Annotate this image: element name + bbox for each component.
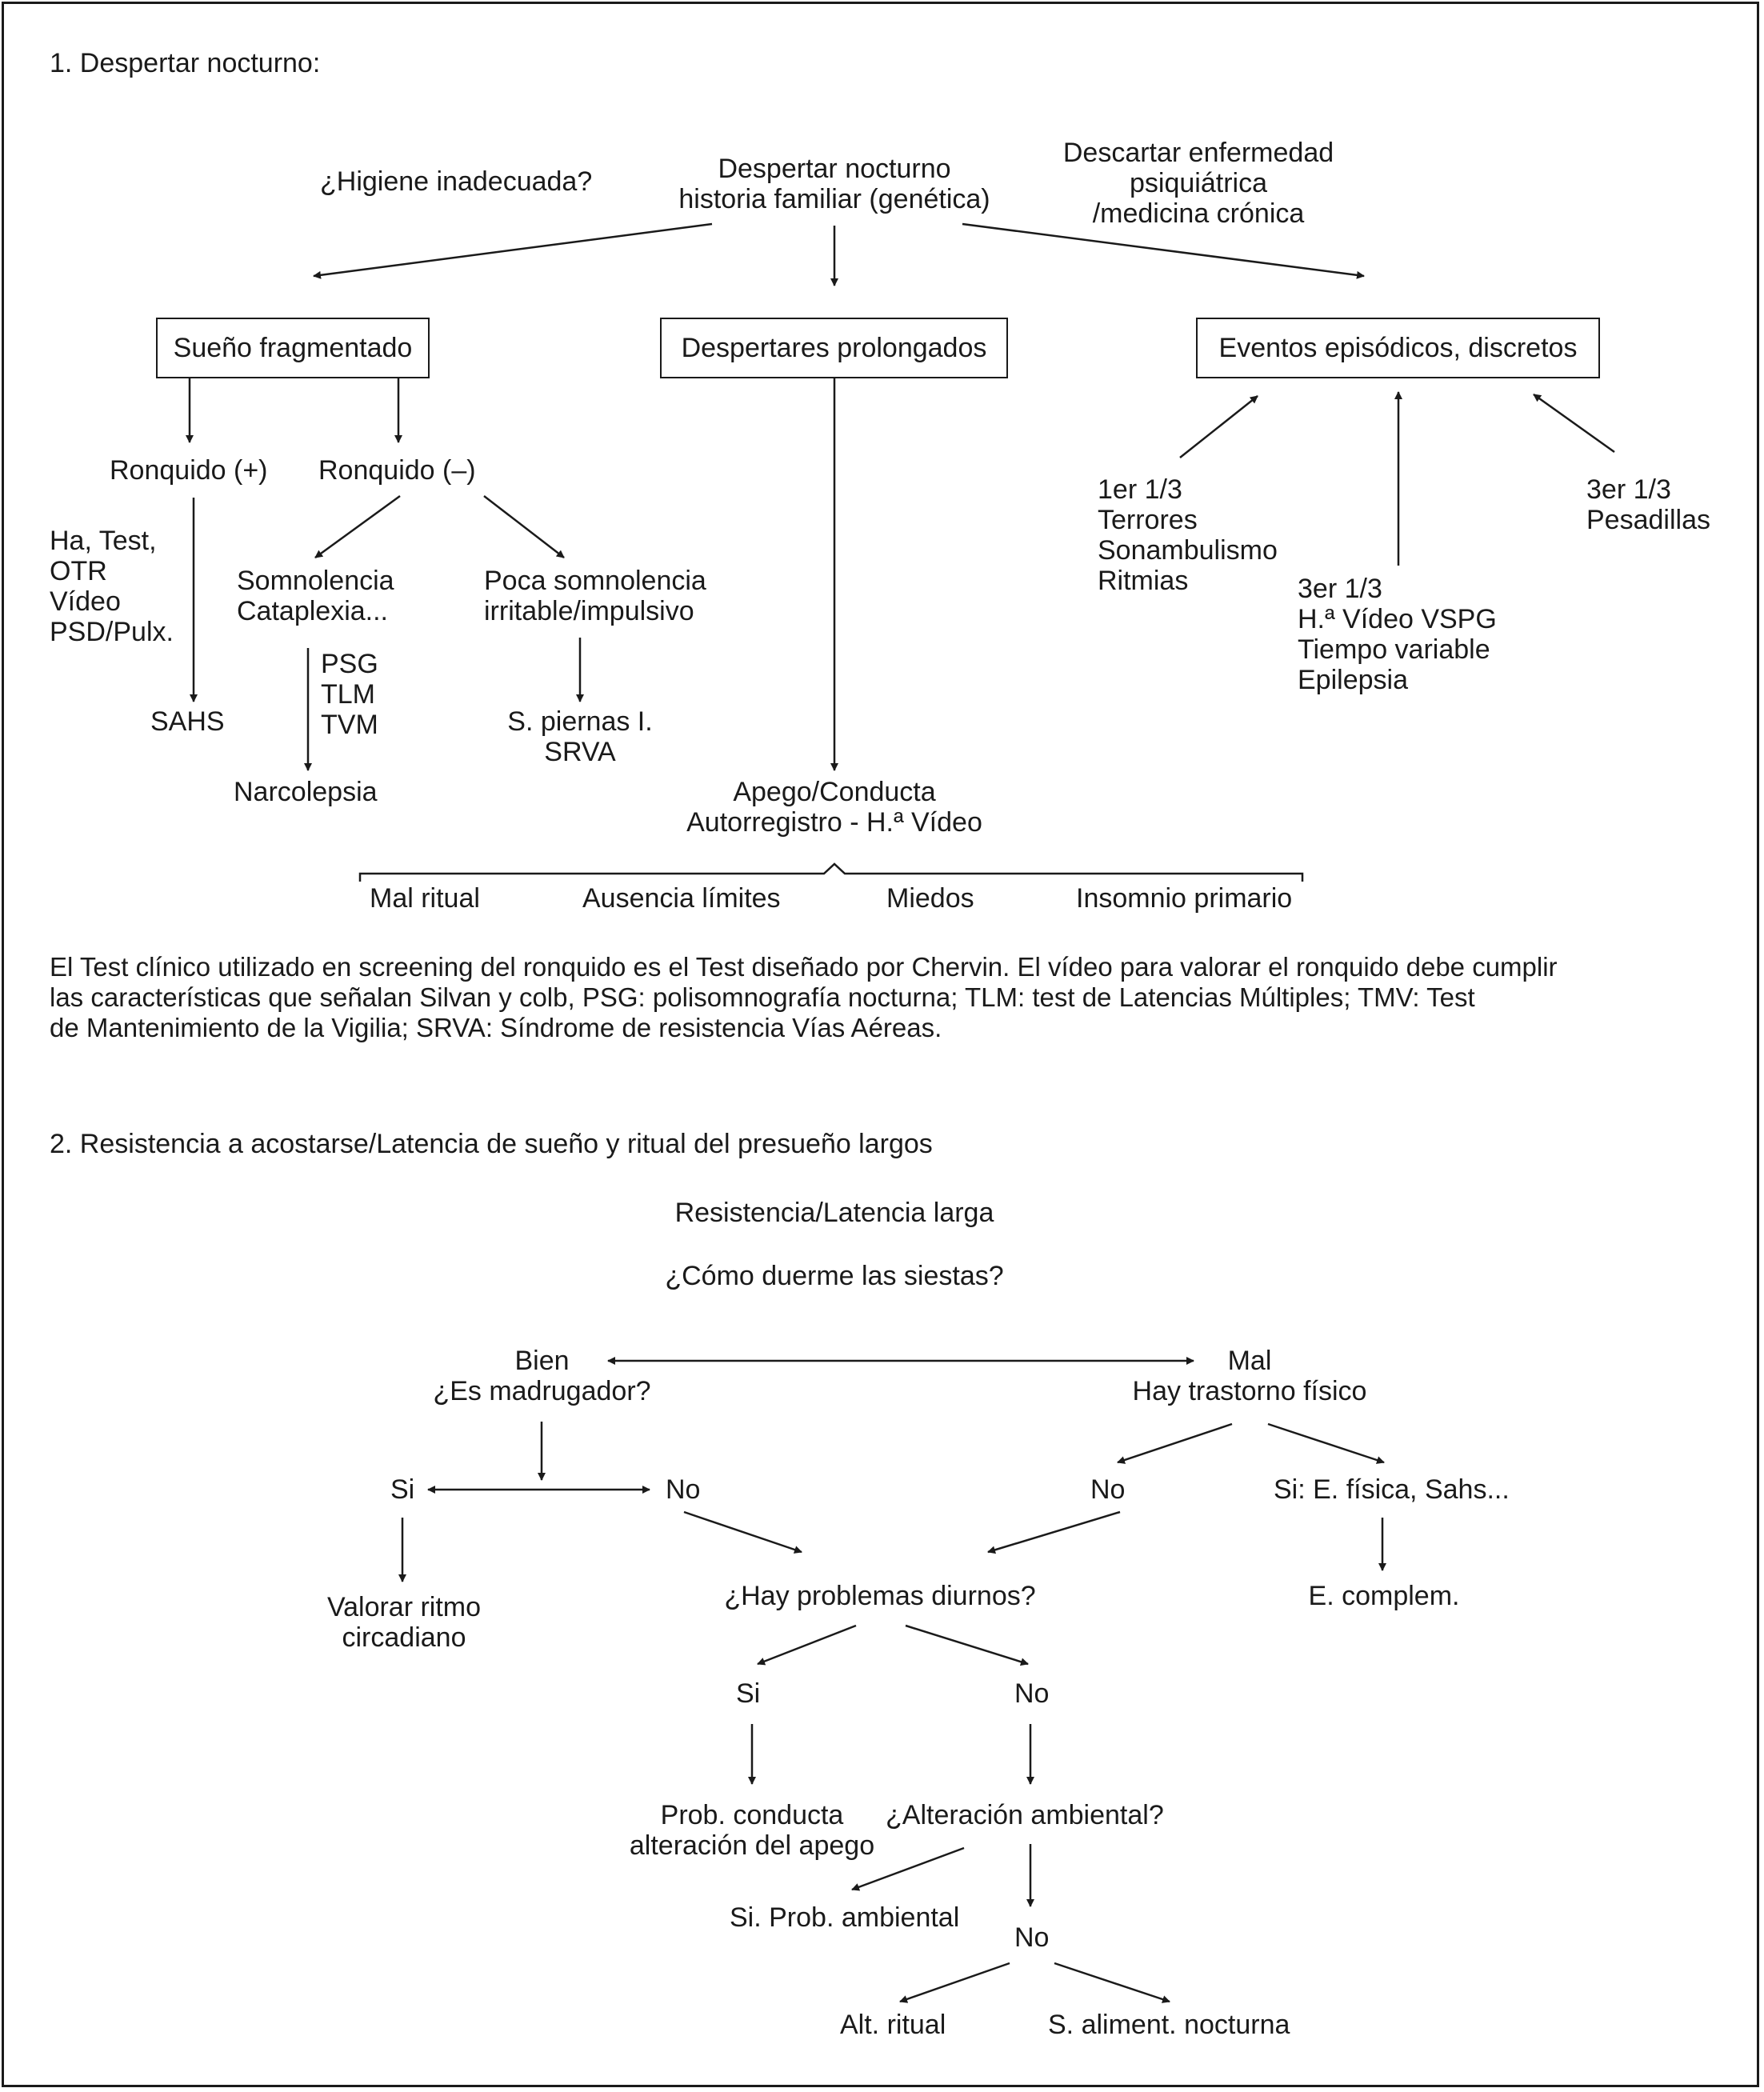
node-yes-left: Si [390, 1474, 415, 1505]
node-yes-day: Si [736, 1678, 761, 1709]
node-no-day: No [1014, 1678, 1050, 1709]
node-complementary: E. complem. [1308, 1581, 1460, 1611]
arrow-snore-neg-to-low-somnolence [483, 495, 565, 558]
node-daytime-question: ¿Hay problemas diurnos? [724, 1581, 1036, 1611]
arrow-bad-to-no [1117, 1422, 1233, 1464]
box-prolonged-awakenings: Despertares prolongados [660, 318, 1008, 378]
node-good: Bien ¿Es madrugador? [433, 1346, 651, 1406]
bottom-item-fears: Miedos [886, 883, 974, 914]
node-snore-tests: Ha, Test, OTR Vídeo PSD/Pulx. [50, 526, 174, 647]
node-root-awakening: Despertar nocturno historia familiar (ge… [678, 154, 990, 214]
node-low-somnolence: Poca somnolencia irritable/impulsivo [484, 566, 706, 626]
arrow-daytime-to-no [905, 1624, 1029, 1666]
part1-heading: 1. Despertar nocturno: [50, 48, 321, 78]
arrow-bad-to-yes [1267, 1422, 1385, 1464]
node-psg-tests: PSG TLM TVM [321, 649, 378, 740]
arrow-env-to-yes [851, 1846, 965, 1891]
arrow-snore-neg-to-somnolence [314, 494, 401, 559]
bottom-item-no-limits: Ausencia límites [582, 883, 781, 914]
node-no-left: No [666, 1474, 701, 1505]
node-snore-negative: Ronquido (–) [318, 455, 476, 486]
node-third-video: 3er 1/3 H.ª Vídeo VSPG Tiempo variable E… [1298, 574, 1497, 695]
node-env-no: No [1014, 1922, 1050, 1953]
footnote: El Test clínico utilizado en screening d… [50, 952, 1558, 1042]
node-naps-question: ¿Cómo duerme las siestas? [665, 1261, 1004, 1291]
bottom-item-bad-ritual: Mal ritual [370, 883, 480, 914]
node-env-question: ¿Alteración ambiental? [886, 1800, 1164, 1830]
arrow-first-third-to-episodic [1179, 395, 1258, 458]
node-night-eating: S. aliment. nocturna [1048, 2010, 1290, 2040]
arrow-root-to-episodic [962, 222, 1365, 279]
node-circadian: Valorar ritmo circadiano [326, 1592, 482, 1653]
arrow-nightmares-to-episodic [1533, 393, 1615, 454]
arrow-env-no-to-night-eating [1054, 1962, 1170, 2003]
arrow-root-to-fragmented [313, 222, 713, 279]
node-behavior: Prob. conducta alteración del apego [629, 1800, 875, 1861]
box-fragmented-sleep: Sueño fragmentado [156, 318, 430, 378]
node-hygiene-question: ¿Higiene inadecuada? [320, 166, 593, 197]
node-somnolence: Somnolencia Cataplexia... [237, 566, 394, 626]
node-attachment: Apego/Conducta Autorregistro - H.ª Vídeo [686, 777, 982, 838]
arrow-daytime-to-yes [757, 1624, 857, 1666]
brace-bottom-items [358, 862, 1304, 882]
node-narcolepsy: Narcolepsia [234, 777, 378, 807]
node-env-yes: Si. Prob. ambiental [730, 1902, 960, 1933]
node-restless-legs: S. piernas I. SRVA [507, 706, 653, 767]
node-no-right: No [1090, 1474, 1126, 1505]
node-snore-positive: Ronquido (+) [110, 455, 268, 486]
node-first-third: 1er 1/3 Terrores Sonambulismo Ritmias [1098, 474, 1278, 596]
node-resistance: Resistencia/Latencia larga [674, 1198, 994, 1228]
node-sahs: SAHS [150, 706, 225, 737]
node-yes-right: Si: E. física, Sahs... [1274, 1474, 1510, 1505]
part2-heading: 2. Resistencia a acostarse/Latencia de s… [50, 1129, 933, 1159]
arrow-no-right-to-daytime [987, 1510, 1121, 1554]
node-third-nightmares: 3er 1/3 Pesadillas [1586, 474, 1710, 535]
node-rule-out-disease: Descartar enfermedad psiquiátrica /medic… [1062, 138, 1334, 229]
box-episodic-events: Eventos episódicos, discretos [1196, 318, 1600, 378]
node-alt-ritual: Alt. ritual [840, 2010, 946, 2040]
bottom-item-primary-insomnia: Insomnio primario [1076, 883, 1293, 914]
node-bad: Mal Hay trastorno físico [1132, 1346, 1367, 1406]
arrow-env-no-to-ritual [899, 1962, 1010, 2003]
arrow-no-left-to-daytime [683, 1510, 802, 1554]
